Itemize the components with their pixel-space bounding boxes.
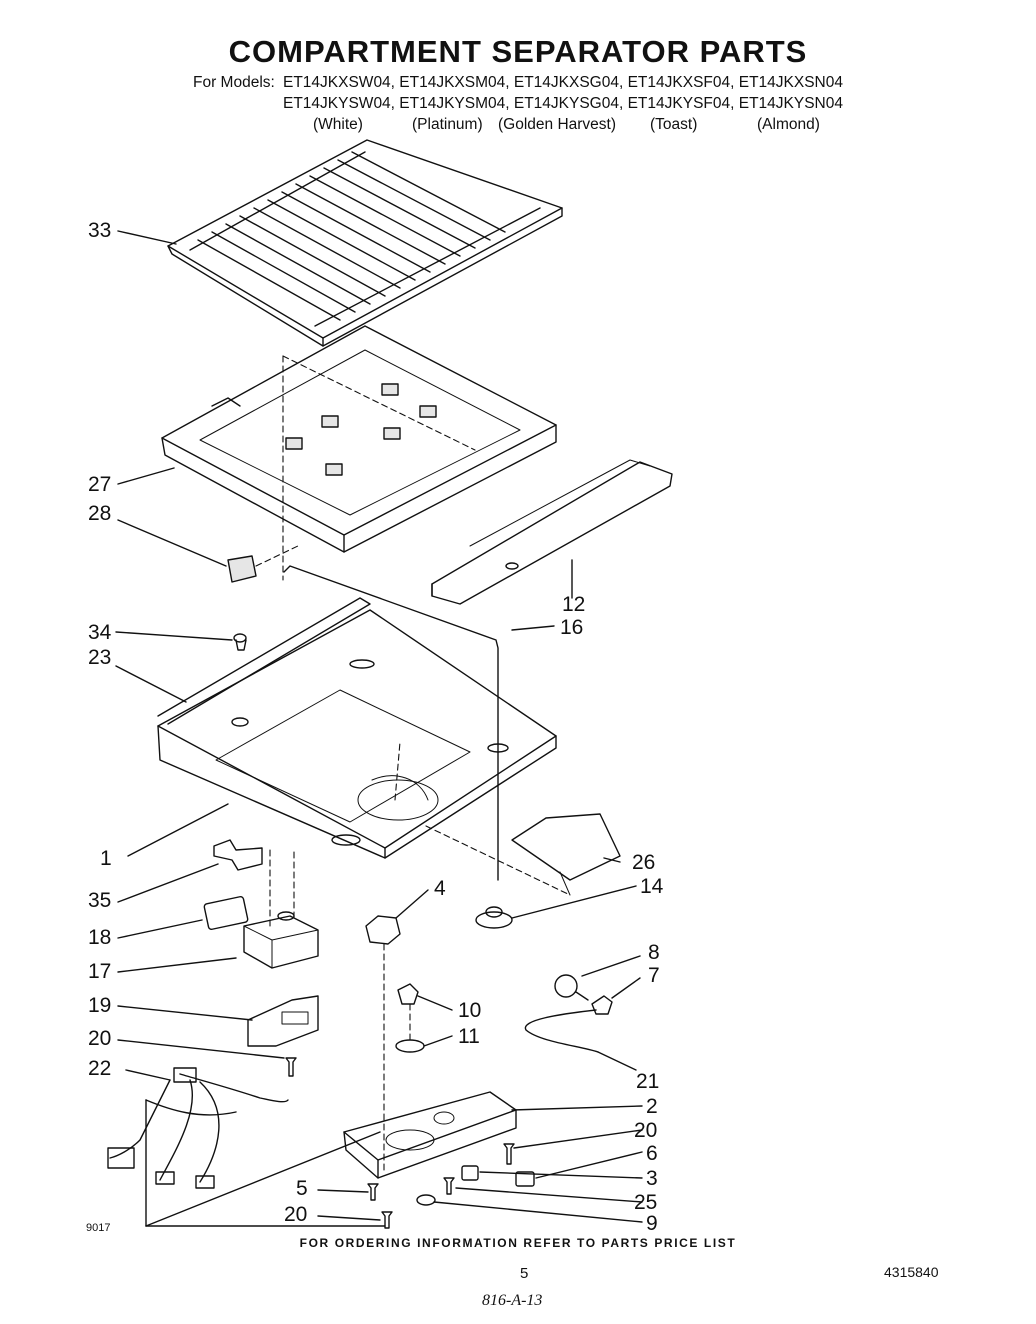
color-platinum: (Platinum) [412,116,483,133]
lens-part [416,1194,436,1206]
callout-34: 34 [88,621,112,644]
callout-7: 7 [648,964,660,987]
light-shield-part [425,813,621,896]
lamp-socket-part [365,915,401,1171]
toggle-switch-part [461,1165,479,1181]
callout-1: 1 [100,847,112,870]
color-golden-harvest: (Golden Harvest) [498,116,617,133]
separator-pan-part [157,609,557,859]
document-number: 4315840 [884,1264,939,1280]
callout-4: 4 [434,877,446,900]
page-title: COMPARTMENT SEPARATOR PARTS [228,34,808,69]
callout-23: 23 [88,646,112,669]
screw-part [503,1143,515,1165]
wire-harness-part [107,1067,386,1227]
callout-20: 20 [284,1203,308,1226]
screw-part [285,1057,297,1077]
foam-block-part [227,544,301,583]
page-number: 5 [520,1265,529,1282]
callout-18: 18 [88,926,112,949]
callout-35: 35 [88,889,112,912]
ordering-note: FOR ORDERING INFORMATION REFER TO PARTS … [299,1236,737,1250]
separator-frame-part [161,325,557,581]
callout-33: 33 [88,219,112,242]
callout-9: 9 [646,1212,658,1235]
callout-10: 10 [458,999,482,1022]
callout-6: 6 [646,1142,658,1165]
light-bulb-part [554,974,589,1001]
models-line-1: ET14JKXSW04, ET14JKXSM04, ET14JKXSG04, E… [283,74,843,91]
shelf-grille-part [167,139,563,347]
callout-17: 17 [88,960,112,983]
models-label: For Models: [193,74,275,91]
plug-screw-part [233,633,247,651]
leader-lines [115,230,643,1223]
wire-rod-part [283,565,499,881]
callout-22: 22 [88,1057,112,1080]
control-knob-part [213,839,263,871]
callout-21: 21 [636,1070,660,1093]
callout-20: 20 [634,1119,658,1142]
models-line-2: ET14JKYSW04, ET14JKYSM04, ET14JKYSG04, E… [283,95,843,112]
screw-25-part [443,1177,455,1195]
callout-12: 12 [562,593,586,616]
callout-16: 16 [560,616,584,639]
control-housing-part [243,849,319,969]
callout-27: 27 [88,473,112,496]
callout-20: 20 [88,1027,112,1050]
screw-part [367,1183,379,1201]
drawing-code: 9017 [86,1222,111,1234]
callout-3: 3 [646,1167,658,1190]
callout-2: 2 [646,1095,658,1118]
callout-14: 14 [640,875,664,898]
color-toast: (Toast) [650,116,698,133]
gasket-strip-part [157,597,371,725]
callout-28: 28 [88,502,112,525]
handwritten-reference: 816-A-13 [482,1292,543,1309]
callout-8: 8 [648,941,660,964]
callout-25: 25 [634,1191,658,1214]
callout-19: 19 [88,994,112,1017]
switch-button-part [395,1039,425,1053]
callout-11: 11 [458,1025,480,1048]
color-almond: (Almond) [757,116,820,133]
screw-part [381,1211,393,1229]
rail-part [431,459,673,605]
grommet-part [475,906,513,929]
lamp-socket-wired-part [591,995,613,1015]
callout-26: 26 [632,851,656,874]
wire-lead-part [524,1009,599,1053]
light-switch-part [397,983,419,1041]
color-white: (White) [313,116,363,133]
callout-5: 5 [296,1177,308,1200]
bezel-part [203,895,249,931]
light-housing-part [343,1091,517,1179]
thermostat-part [247,995,319,1047]
door-switch-part [515,1171,535,1187]
